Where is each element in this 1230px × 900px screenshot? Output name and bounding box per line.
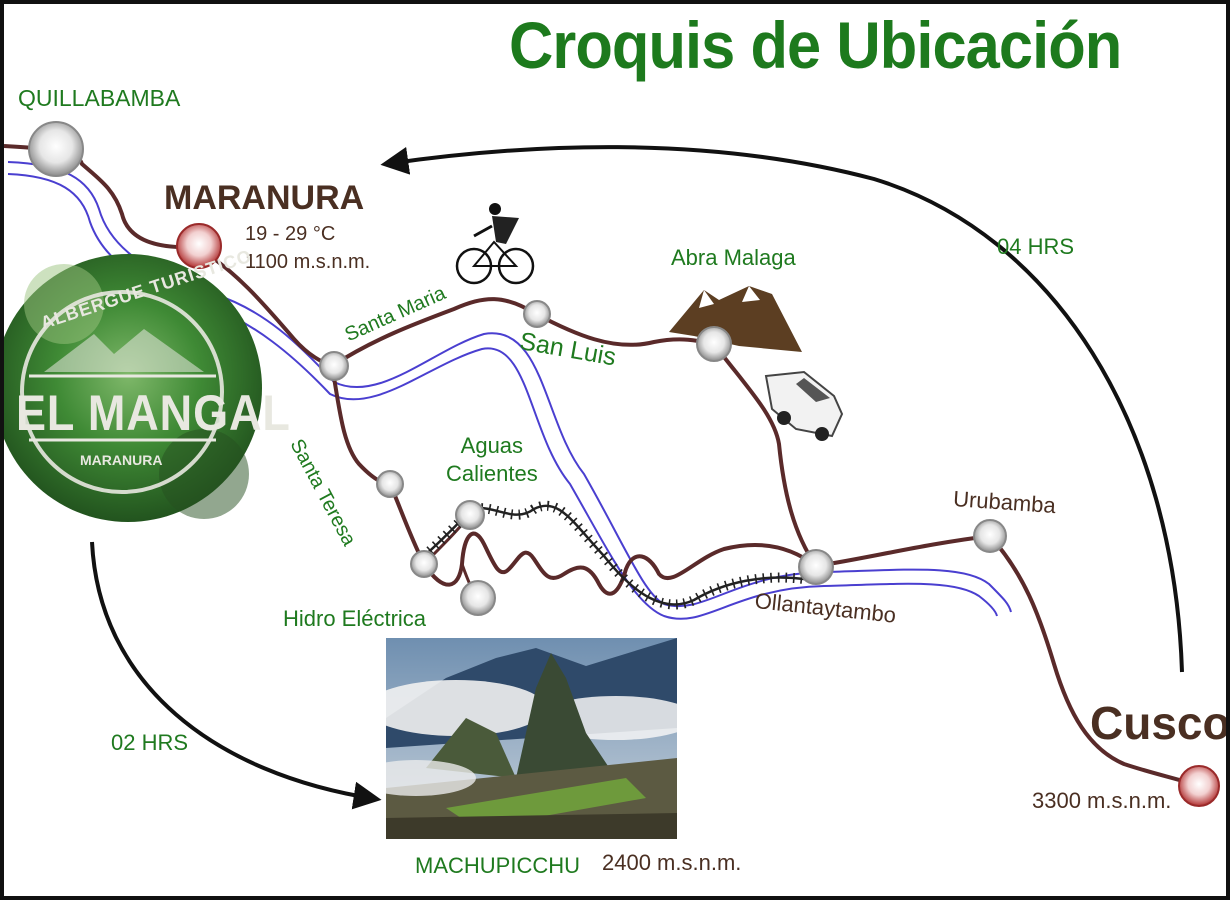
label-travel-time-machupicchu: 02 HRS xyxy=(111,730,189,755)
road-urubamba-cusco xyxy=(988,534,1200,788)
node-urubamba xyxy=(973,519,1007,553)
mountain-icon xyxy=(669,286,802,352)
label-quillabamba: QUILLABAMBA xyxy=(18,85,181,111)
arrow-cusco-to-maranura xyxy=(380,145,1184,673)
label-maranura: MARANURA xyxy=(164,179,365,217)
label-machupicchu: MACHUPICCHU xyxy=(415,853,580,878)
label-maranura-temp: 19 - 29 °C xyxy=(245,223,336,245)
map-nodes xyxy=(28,121,1220,807)
arrow-mangal-to-machupicchu xyxy=(90,541,382,810)
machupicchu-photo xyxy=(386,638,677,839)
el-mangal-logo xyxy=(4,254,262,522)
road-ollantaytambo-urubamba xyxy=(815,534,991,568)
road-maranura-santa-maria xyxy=(194,245,333,368)
label-maranura-alt: 1100 m.s.n.m. xyxy=(245,251,371,273)
node-santa-teresa xyxy=(376,470,404,498)
map-title: Croquis de Ubicación xyxy=(509,8,1122,82)
road-abra-malaga-ollantaytambo xyxy=(712,342,818,568)
label-abra-malaga: Abra Malaga xyxy=(671,245,796,270)
label-cusco-alt: 3300 m.s.n.m. xyxy=(1032,788,1172,813)
node-maranura xyxy=(176,223,222,269)
node-quillabamba xyxy=(28,121,84,177)
road-santa-maria-hidro xyxy=(330,365,818,596)
label-travel-time-cusco: 04 HRS xyxy=(997,234,1075,259)
node-abra-malaga xyxy=(696,326,732,362)
node-cusco xyxy=(1178,765,1220,807)
node-hidro-1 xyxy=(410,550,438,578)
label-hidro-electrica: Hidro Eléctrica xyxy=(283,606,427,631)
node-ollantaytambo xyxy=(798,549,834,585)
logo-text-el-mangal: EL MANGAL xyxy=(16,385,291,441)
label-cusco: Cusco xyxy=(1090,697,1230,749)
label-aguas-calientes: Aguas Calientes xyxy=(446,433,538,486)
node-santa-maria xyxy=(319,351,349,381)
route-map-graphic xyxy=(4,121,1220,810)
node-hidro-2 xyxy=(460,580,496,616)
label-machupicchu-alt: 2400 m.s.n.m. xyxy=(602,850,742,875)
node-san-luis xyxy=(523,300,551,328)
cyclist-icon xyxy=(455,203,535,285)
node-aguas-calientes xyxy=(455,500,485,530)
van-icon xyxy=(764,370,844,441)
logo-text-maranura: MARANURA xyxy=(80,452,163,468)
